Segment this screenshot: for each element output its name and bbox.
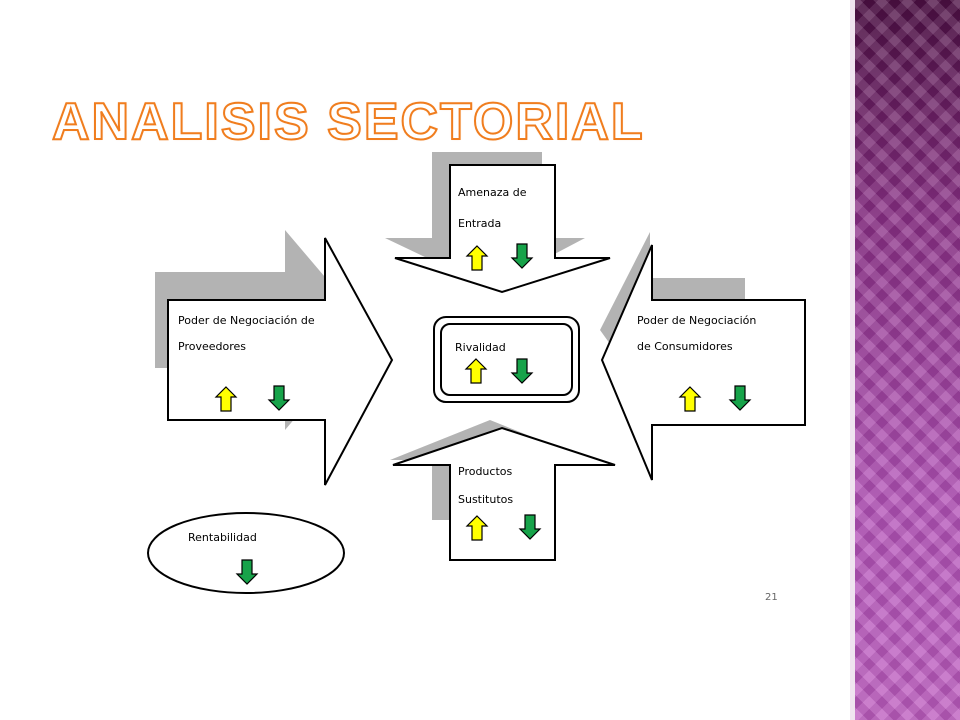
- threat-of-entry-arrow: [394, 164, 611, 294]
- buyer-power-arrow: [600, 244, 806, 481]
- supplier-power-label: Poder de Negociación de Proveedores: [178, 314, 318, 353]
- substitutes-label: Productos Sustitutos: [458, 465, 516, 506]
- rivalry-label: Rivalidad: [455, 341, 506, 354]
- profitability-label: Rentabilidad: [188, 531, 257, 544]
- buyer-power-force: Poder de Negociación de Consumidores: [600, 232, 806, 481]
- threat-of-entry-force: Amenaza de Entrada: [385, 152, 611, 294]
- substitutes-force: Productos Sustitutos: [390, 420, 616, 561]
- page-number: 21: [765, 592, 778, 603]
- rivalry-box: Rivalidad: [433, 316, 580, 403]
- sidebar-edge: [850, 0, 855, 720]
- supplier-power-arrow: [167, 237, 394, 486]
- profitability-ellipse: Rentabilidad: [147, 512, 345, 594]
- threat-of-entry-label: Amenaza de Entrada: [458, 186, 530, 230]
- supplier-power-force: Poder de Negociación de Proveedores: [155, 230, 394, 486]
- buyer-power-label: Poder de Negociación de Consumidores: [637, 314, 760, 353]
- substitutes-arrow: [392, 426, 616, 561]
- slide-title: ANALISIS SECTORIAL: [51, 92, 645, 152]
- decorative-sidebar: [855, 0, 960, 720]
